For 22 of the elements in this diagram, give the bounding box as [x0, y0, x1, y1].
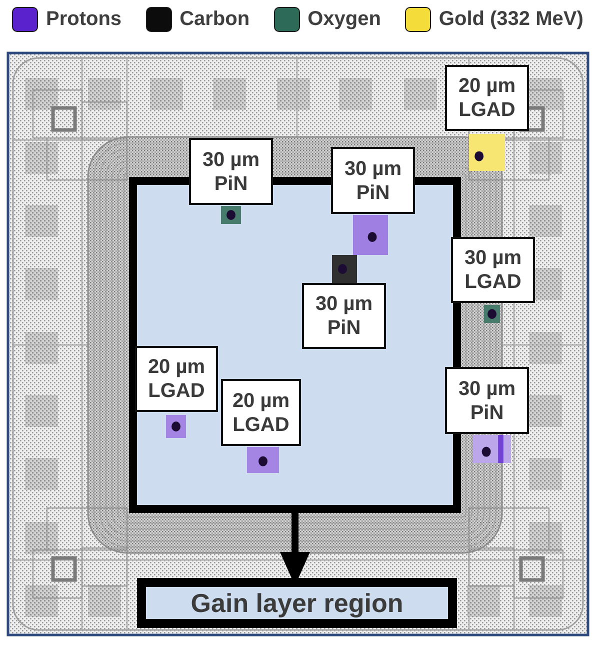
detector-label: 20 µm LGAD — [457, 74, 517, 122]
detector-label: 20 µm LGAD — [231, 388, 291, 436]
callout-box — [221, 379, 301, 446]
callout-box — [451, 237, 535, 303]
detector-label: 30 µm LGAD — [463, 246, 523, 294]
legend-label: Oxygen — [308, 7, 381, 32]
callout-box — [445, 367, 529, 434]
detector-label: 20 µm LGAD — [146, 355, 206, 403]
detector-label: 30 µm PiN — [343, 156, 403, 204]
detector-label: 30 µm PiN — [457, 376, 517, 424]
callout-box — [189, 138, 273, 205]
callout-box — [445, 65, 529, 131]
region-label: Gain layer region — [190, 588, 404, 618]
legend-label: Carbon — [180, 7, 250, 32]
detector-label: 30 µm PiN — [201, 148, 261, 196]
callout-box — [331, 147, 415, 214]
region-label-box — [137, 578, 457, 628]
callout-box — [135, 346, 218, 412]
detector-label: 30 µm PiN — [314, 292, 374, 340]
callout-box — [302, 283, 386, 349]
legend-label: Protons — [46, 7, 122, 32]
legend-label: Gold (332 MeV) — [438, 7, 584, 32]
